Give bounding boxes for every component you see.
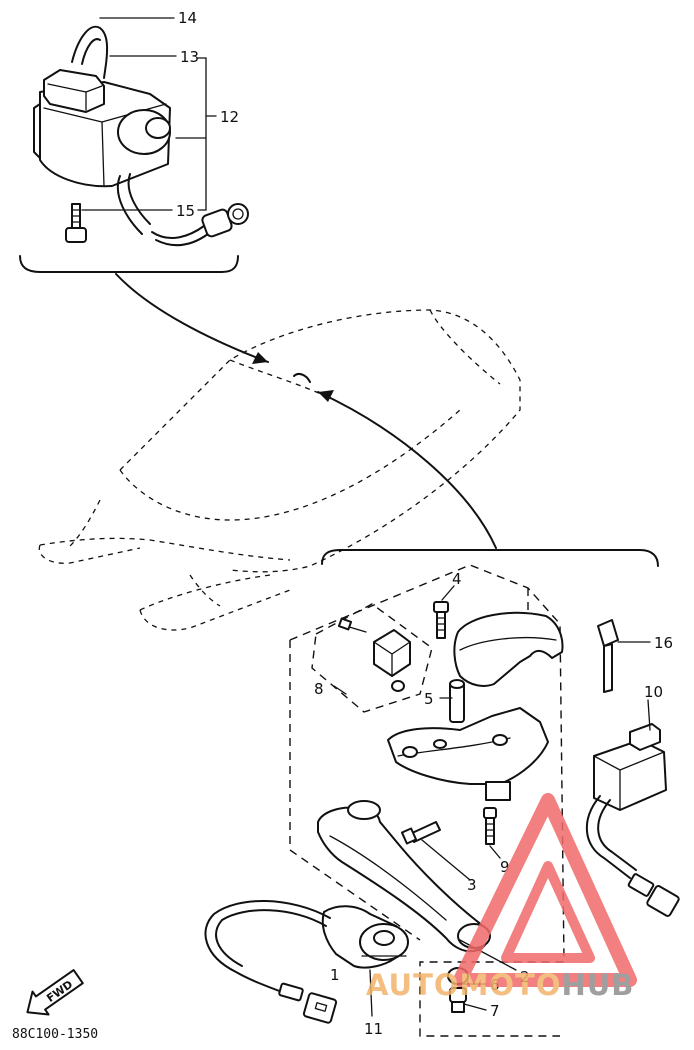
snowmobile-outline [38,309,521,631]
top-leaders [81,17,217,211]
watermark-part2: HUB [561,968,634,1002]
watermark-triangle-logo [453,793,637,987]
label-14: 14 [178,9,197,27]
label-5: 5 [424,690,434,708]
label-16: 16 [654,634,673,652]
label-11: 11 [364,1020,383,1038]
watermark-text: AUTOMOTOHUB [366,968,634,1002]
watermark-triangle-inner [501,861,595,963]
brake-assembly [204,564,680,1037]
label-15: 15 [176,202,195,220]
label-10: 10 [644,683,663,701]
throttle-housing-inset [19,25,249,273]
fwd-arrow: FWD [26,969,84,1016]
label-12: 12 [220,108,239,126]
routing-arcs [115,273,497,549]
label-7: 7 [490,1002,500,1020]
label-4: 4 [452,570,462,588]
label-13: 13 [180,48,199,66]
watermark-part1: AUTOMOTO [366,968,561,1002]
label-8: 8 [314,680,324,698]
diagram-code: 88C100-1350 [12,1027,98,1042]
lower-inset-bracket [321,549,659,567]
label-1: 1 [330,966,340,984]
label-9: 9 [500,858,510,876]
watermark: AUTOMOTOHUB [366,793,637,1002]
label-3: 3 [467,876,477,894]
